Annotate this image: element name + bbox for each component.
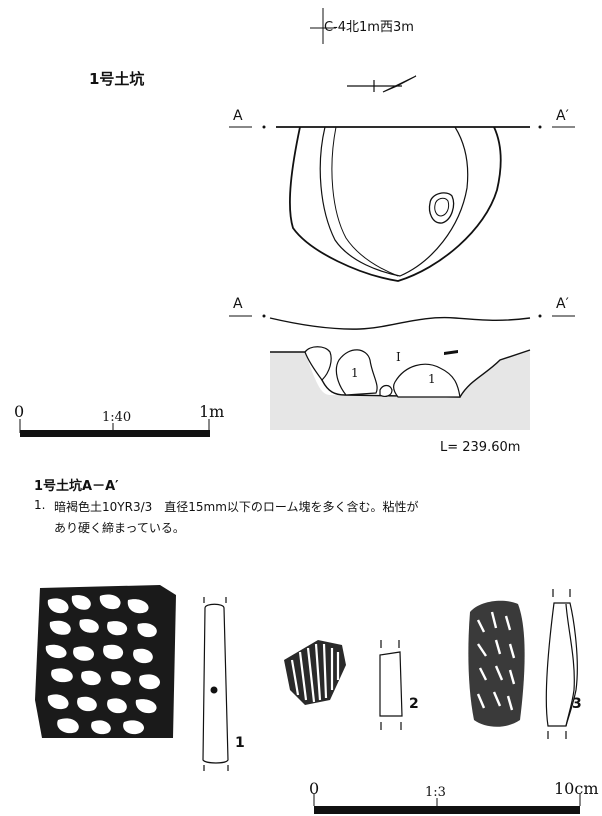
scale-artifact-ratio: 1:3	[425, 785, 446, 800]
plan-label-a-prime: A′	[556, 108, 569, 124]
layer-label-roman: I	[396, 350, 401, 364]
artifact-1-section	[202, 597, 229, 771]
plan-label-a: A	[233, 108, 243, 124]
scale-plan-end: 1m	[199, 402, 225, 421]
artifact-1-rubbing	[35, 585, 176, 738]
artifact-2-rubbing	[284, 640, 346, 705]
artifact-2-section	[379, 640, 403, 730]
feature-title: 1号土坑	[89, 70, 145, 88]
description-line-2: あり硬く締まっている。	[54, 521, 185, 535]
artifact-number-1: 1	[235, 735, 245, 751]
elevation-label: L= 239.60m	[440, 440, 521, 455]
layer-label-right: 1	[428, 372, 436, 386]
grid-reference-cross	[310, 8, 336, 44]
scale-plan-start: 0	[14, 402, 25, 421]
artifact-number-2: 2	[409, 696, 419, 712]
artifact-number-3: 3	[572, 696, 582, 712]
scale-bar-1-3	[313, 794, 581, 814]
artifact-3-rubbing	[468, 600, 525, 727]
scale-plan-ratio: 1:40	[102, 410, 132, 425]
pit-plan-view	[229, 125, 575, 282]
scale-artifact-start: 0	[309, 779, 320, 798]
scale-artifact-end: 10cm	[554, 779, 599, 798]
description-heading: 1号土坑A－A′	[34, 479, 119, 494]
scale-bar-1-40	[19, 419, 210, 437]
section-label-a: A	[233, 296, 243, 312]
description-item-number: 1.	[34, 498, 46, 512]
grid-reference-label: C-4北1m西3m	[324, 20, 414, 35]
north-arrow-icon	[347, 75, 417, 93]
layer-label-left: 1	[351, 366, 359, 380]
artifact-3-section	[545, 589, 578, 739]
description-line-1: 暗褐色土10YR3/3 直径15mm以下のローム塊を多く含む。粘性が	[54, 500, 419, 514]
pit-section-view	[229, 314, 575, 430]
section-label-a-prime: A′	[556, 296, 569, 312]
